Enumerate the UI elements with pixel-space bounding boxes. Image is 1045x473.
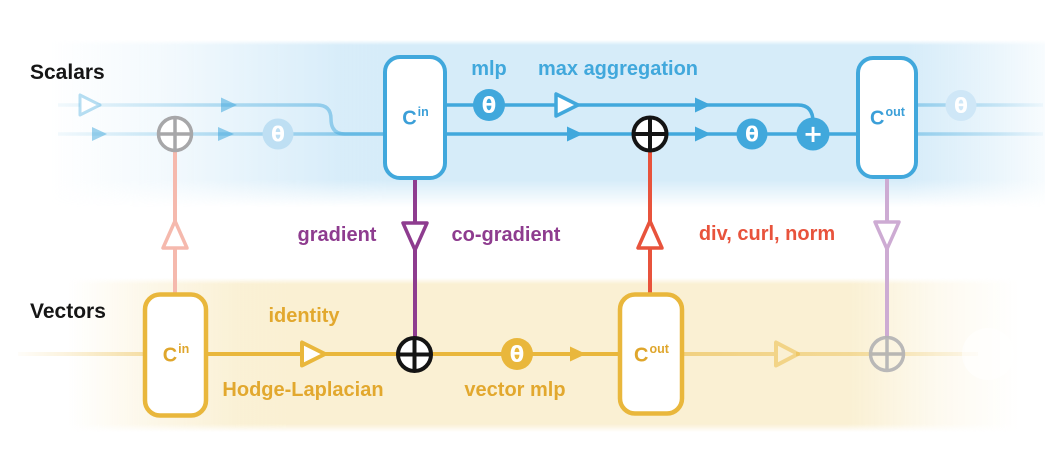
faded-arrowhead-icon xyxy=(92,127,107,141)
vectors-track-label: Vectors xyxy=(30,300,106,323)
scalar-sum-node: + xyxy=(796,117,830,151)
faded-function-triangle-icon xyxy=(774,340,800,368)
edge-label-mlp: mlp xyxy=(471,58,507,80)
gradient-down-arrow-icon xyxy=(401,221,429,252)
faded-theta-node: θ xyxy=(262,118,294,150)
faded-aggregation-oplus-node xyxy=(868,335,906,373)
scalar-cin-label: Cin xyxy=(402,105,429,130)
vector-cin-node xyxy=(142,292,209,418)
vector-cin-label: Cin xyxy=(162,342,190,367)
faded-aggregation-oplus-node xyxy=(156,115,194,153)
arrowhead-icon xyxy=(695,126,711,142)
scalar-mlp-theta-node: θ xyxy=(473,89,505,121)
svg-text:θ: θ xyxy=(482,94,496,118)
edge-label-hodge-laplacian: Hodge-Laplacian xyxy=(222,379,384,401)
faded-function-triangle-icon xyxy=(78,93,102,117)
faded-arrowhead-icon xyxy=(221,97,237,113)
svg-text:θ: θ xyxy=(510,343,524,367)
scalar-combine-oplus-node xyxy=(631,115,669,153)
scalar-cin-node xyxy=(383,55,447,180)
arrowhead-icon xyxy=(695,97,711,113)
max-aggregation-triangle-icon xyxy=(554,92,580,118)
svg-text:θ: θ xyxy=(271,122,285,146)
edge-label-gradient: gradient xyxy=(297,224,377,246)
faded-up-arrow-icon xyxy=(161,219,189,250)
edge-label-vector-mlp: vector mlp xyxy=(464,379,566,401)
identity-triangle-icon xyxy=(300,340,327,368)
vector-combine-oplus-node xyxy=(396,336,433,373)
div-curl-norm-up-arrow-icon xyxy=(636,219,664,250)
scalar-cout-label: Cout xyxy=(870,105,905,130)
vector-mlp-theta-node: θ xyxy=(501,338,533,370)
svg-text:θ: θ xyxy=(954,94,968,118)
vector-cout-label: Cout xyxy=(634,342,669,367)
svg-text:θ: θ xyxy=(745,122,759,146)
faded-arrowhead-icon xyxy=(218,127,234,141)
faded-down-arrow-icon xyxy=(873,220,901,251)
svg-text:+: + xyxy=(803,120,823,148)
arrowhead-icon xyxy=(567,126,583,142)
edge-label-co-gradient: co-gradient xyxy=(451,224,561,246)
scalar-theta-node: θ xyxy=(736,118,768,150)
edge-label-max-aggregation: max aggregation xyxy=(537,58,699,80)
edge-label-identity: identity xyxy=(268,305,340,327)
scalars-track-label: Scalars xyxy=(30,61,105,84)
scalar-cout-node xyxy=(856,56,918,179)
arrowhead-icon xyxy=(570,346,586,362)
faded-theta-node: θ xyxy=(945,90,977,121)
edge-label-div-curl-norm: div, curl, norm xyxy=(698,223,836,245)
faded-node-hint xyxy=(962,328,1014,380)
